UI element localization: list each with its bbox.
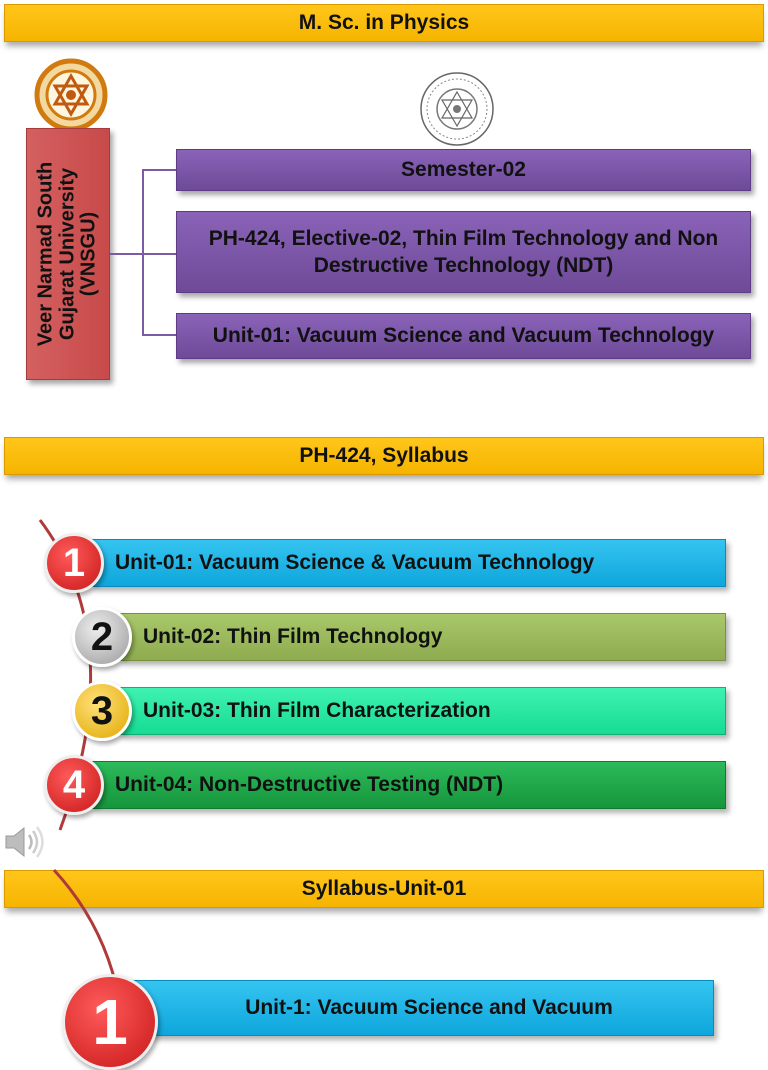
unit-2-label: Unit-02: Thin Film Technology	[143, 625, 443, 648]
unit-1-label: Unit-01: Vacuum Science & Vacuum Technol…	[115, 551, 595, 574]
university-box: Veer Narmad South Gujarat University (VN…	[26, 128, 110, 380]
slide3-title: Syllabus-Unit-01	[301, 877, 467, 900]
unit-1-bar: Unit-01: Vacuum Science & Vacuum Technol…	[92, 539, 726, 587]
slide1-title-banner: M. Sc. in Physics	[4, 4, 764, 42]
university-name: Veer Narmad South Gujarat University (VN…	[34, 161, 100, 347]
unit-3-number: 3	[72, 681, 132, 741]
unit-3-label: Unit-03: Thin Film Characterization	[143, 699, 491, 722]
unit-label: Unit-01: Vacuum Science and Vacuum Techn…	[212, 324, 715, 348]
unit-box: Unit-01: Vacuum Science and Vacuum Techn…	[176, 313, 751, 359]
unit-2-number: 2	[72, 607, 132, 667]
connector-trunk	[142, 169, 144, 335]
slide2-title-banner: PH-424, Syllabus	[4, 437, 764, 475]
slide3-unit-bar: Unit-1: Vacuum Science and Vacuum	[124, 980, 714, 1036]
seal-icon	[418, 70, 496, 148]
unit-1-number: 1	[44, 533, 104, 593]
unit-2-bar: Unit-02: Thin Film Technology	[120, 613, 726, 661]
university-emblem-icon	[34, 58, 108, 132]
unit-4-number: 4	[44, 755, 104, 815]
course-label: PH-424, Elective-02, Thin Film Technolog…	[208, 226, 719, 277]
speaker-icon[interactable]	[4, 824, 46, 860]
slide3-unit-label: Unit-1: Vacuum Science and Vacuum	[245, 996, 613, 1019]
connector-branch-2	[142, 253, 176, 255]
semester-label: Semester-02	[401, 158, 526, 182]
unit-4-label: Unit-04: Non-Destructive Testing (NDT)	[115, 773, 504, 796]
slide3-title-banner: Syllabus-Unit-01	[4, 870, 764, 908]
course-box: PH-424, Elective-02, Thin Film Technolog…	[176, 211, 751, 293]
slide1-title: M. Sc. in Physics	[298, 11, 470, 34]
semester-box: Semester-02	[176, 149, 751, 191]
connector-stem	[110, 253, 142, 255]
unit-4-bar: Unit-04: Non-Destructive Testing (NDT)	[92, 761, 726, 809]
unit-3-bar: Unit-03: Thin Film Characterization	[120, 687, 726, 735]
slide3-unit-number: 1	[62, 974, 158, 1070]
slide3-arc	[52, 868, 118, 986]
connector-branch-1	[142, 169, 176, 171]
slide2-title: PH-424, Syllabus	[299, 444, 469, 467]
connector-branch-3	[142, 334, 176, 336]
